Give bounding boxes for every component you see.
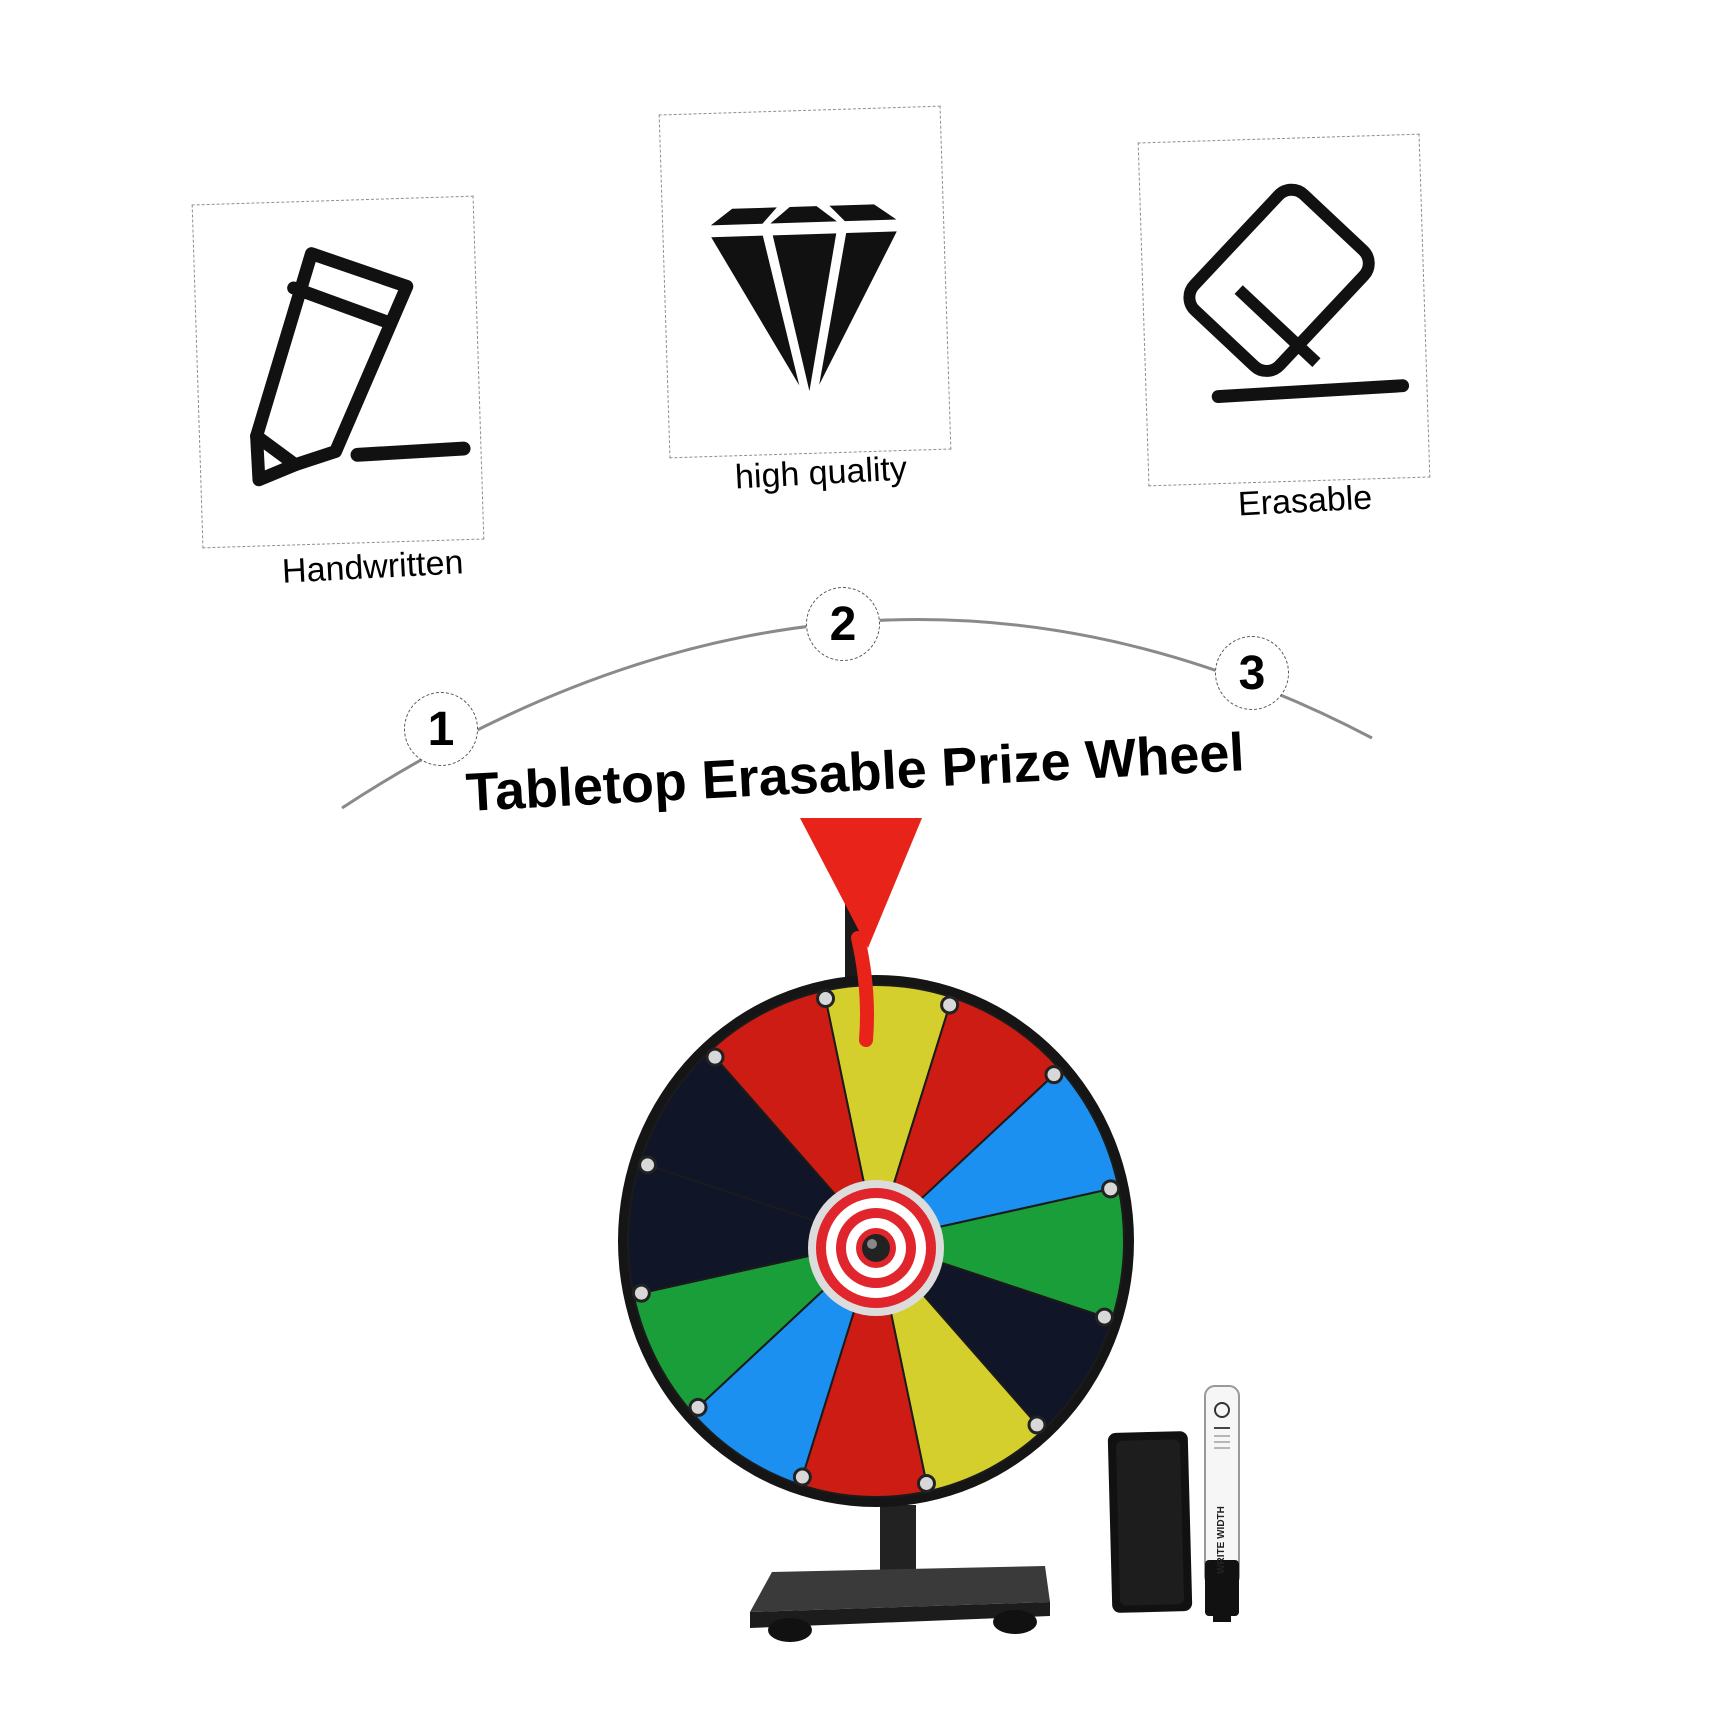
eraser-icon	[1183, 183, 1410, 403]
step-3-label: 3	[1238, 646, 1266, 700]
wheel-segment	[690, 1237, 879, 1486]
wheel-segment	[874, 1237, 1044, 1493]
diamond-icon	[710, 204, 897, 392]
wheel-segment	[632, 1239, 880, 1415]
stand-base	[750, 1566, 1050, 1612]
feature-card-high-quality	[658, 105, 952, 459]
feature-card-handwritten	[191, 195, 485, 549]
wheel-segment	[872, 1067, 1120, 1243]
wheel-peg	[792, 1467, 812, 1487]
wheel-peg	[1094, 1307, 1114, 1327]
wheel-pointer	[800, 818, 922, 1047]
wheel-peg	[1101, 1179, 1121, 1199]
wheel-peg	[688, 1397, 708, 1417]
wheel-hub	[808, 1180, 944, 1316]
wheel-peg	[638, 1155, 658, 1175]
marker-icon: WRITE WIDTH	[1204, 1385, 1240, 1622]
wheel-segment	[708, 989, 878, 1245]
wheel-segment	[638, 1049, 880, 1244]
wheel-segment	[822, 984, 954, 1245]
pencil-icon	[250, 247, 471, 487]
wheel-segment	[798, 1237, 930, 1498]
wheel-peg	[916, 1473, 936, 1493]
step-2: 2	[806, 587, 880, 661]
eraser-block-icon	[1107, 1431, 1193, 1613]
stand-foot-right	[993, 1610, 1037, 1634]
wheel-peg	[631, 1283, 651, 1303]
wheel-peg	[1027, 1415, 1047, 1435]
step-3: 3	[1215, 636, 1289, 710]
stand-foot-left	[768, 1618, 812, 1642]
wheel-segment	[872, 1185, 1125, 1321]
feature-card-erasable	[1137, 133, 1431, 487]
wheel-segment	[873, 996, 1062, 1245]
wheel-segment	[627, 1161, 880, 1297]
step-1: 1	[404, 692, 478, 766]
prize-wheel[interactable]	[618, 975, 1134, 1507]
wheel-peg	[1044, 1065, 1064, 1085]
wheel-peg	[816, 989, 836, 1009]
wheel-peg	[705, 1047, 725, 1067]
step-2-label: 2	[829, 597, 857, 651]
wheel-peg	[940, 995, 960, 1015]
marker-label: WRITE WIDTH	[1216, 1506, 1227, 1574]
wheel-segment	[872, 1238, 1114, 1433]
step-1-label: 1	[427, 702, 455, 756]
